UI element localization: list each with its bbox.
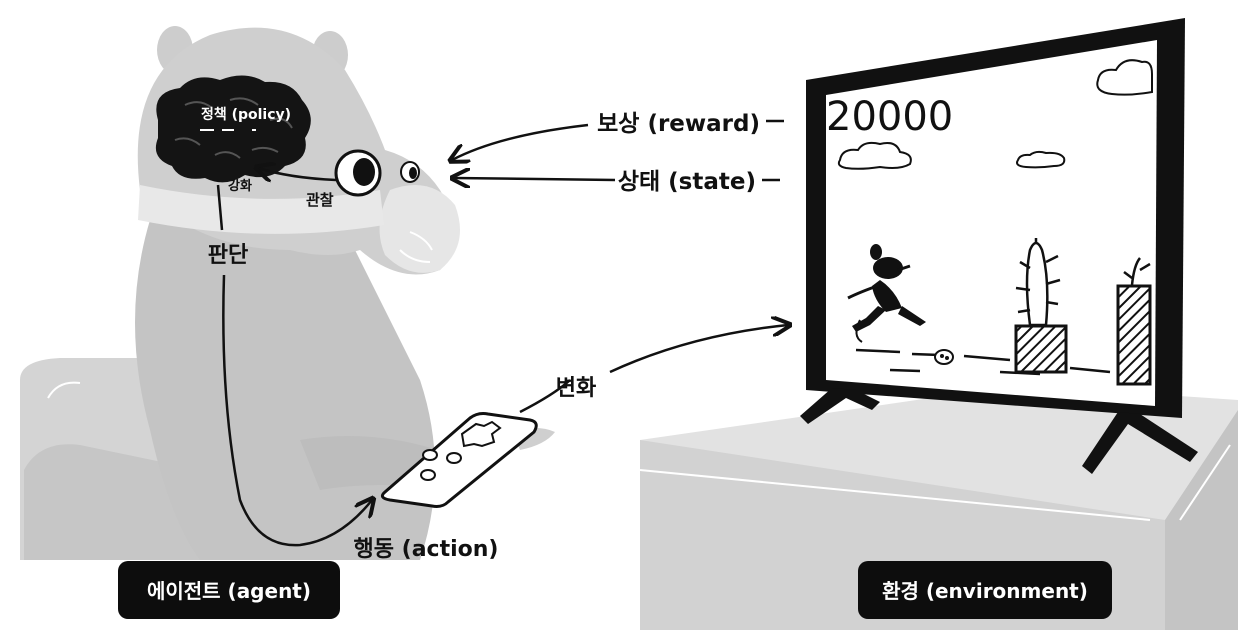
state-arrow	[454, 178, 615, 180]
reward-arrow	[452, 125, 588, 160]
environment-label-box: 환경 (environment)	[858, 561, 1112, 619]
reinforce-label: 강화	[228, 178, 252, 194]
change-label: 변화	[556, 376, 596, 401]
cloud-icon	[1017, 152, 1064, 167]
environment-label: 환경 (environment)	[882, 579, 1088, 603]
action-label: 행동 (action)	[354, 537, 499, 562]
observe-label: 관찰	[306, 191, 334, 209]
state-label: 상태 (state)	[618, 169, 756, 195]
game-score: 20000	[826, 94, 953, 140]
decide-label: 판단	[208, 243, 248, 268]
agent-label-box: 에이전트 (agent)	[118, 561, 340, 619]
reward-label: 보상 (reward)	[597, 111, 760, 137]
seed-icon	[935, 350, 953, 364]
agent-label: 에이전트 (agent)	[147, 579, 311, 603]
policy-label: 정책 (policy)	[201, 106, 291, 123]
